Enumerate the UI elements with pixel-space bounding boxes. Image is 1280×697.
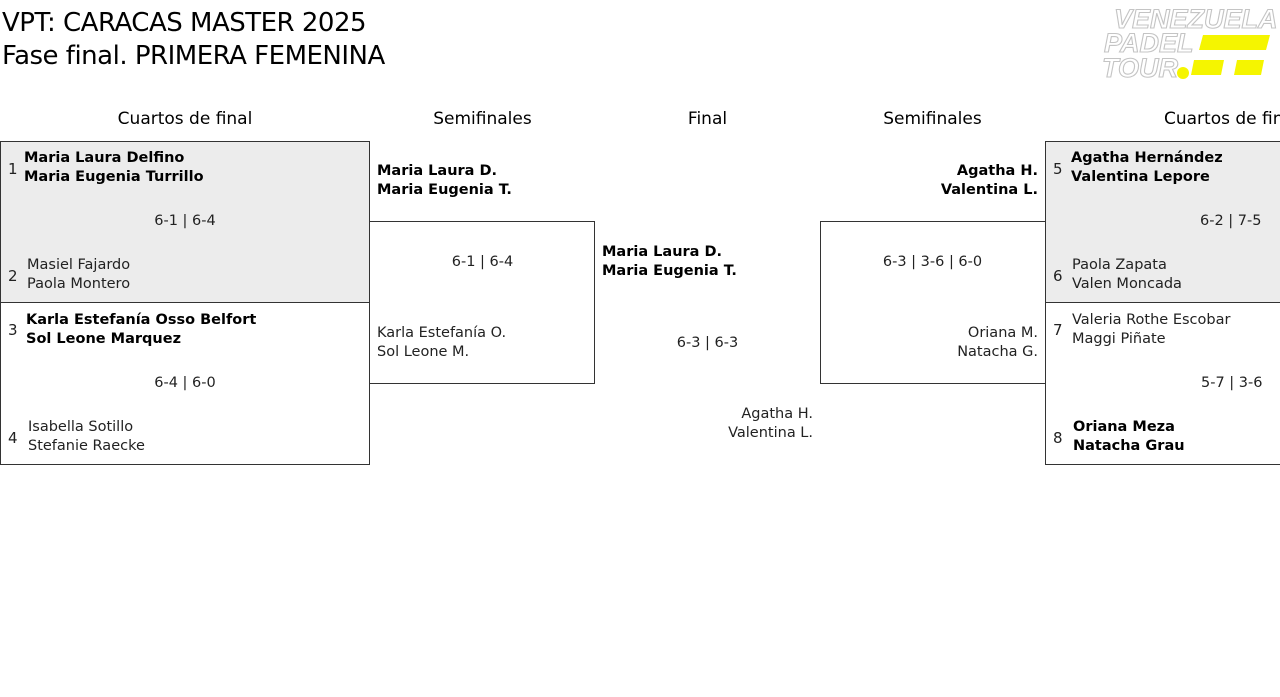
player-name: Valen Moncada bbox=[1072, 276, 1182, 292]
player-name: Stefanie Raecke bbox=[28, 438, 145, 454]
player-name: Isabella Sotillo bbox=[28, 419, 134, 435]
venezuela-padel-tour-logo: VENEZUELA PADEL TOUR bbox=[1101, 3, 1278, 82]
player-name: Oriana M. bbox=[967, 325, 1038, 341]
seed-number: 3 bbox=[8, 321, 18, 339]
team-entry: Maria Laura D. Maria Eugenia T. bbox=[377, 162, 512, 200]
player-name: Sol Leone Marquez bbox=[26, 331, 182, 347]
player-name: Natacha G. bbox=[957, 344, 1038, 360]
player-name: Valeria Rothe Escobar bbox=[1072, 312, 1231, 328]
match-score: 5-7 | 3-6 bbox=[1201, 375, 1263, 391]
team-entry: Agatha H. Valentina L. bbox=[820, 162, 1038, 200]
seed-number: 7 bbox=[1053, 321, 1063, 339]
player-name: Maria Eugenia T. bbox=[377, 182, 512, 198]
team-entry: Oriana M. Natacha G. bbox=[820, 324, 1038, 362]
round-header-qf-right: Cuartos de fin bbox=[1164, 109, 1280, 129]
seed-number: 5 bbox=[1053, 160, 1063, 178]
seed-number: 6 bbox=[1053, 267, 1063, 285]
team-entry: Karla Estefanía Osso Belfort Sol Leone M… bbox=[26, 311, 256, 349]
player-name: Agatha H. bbox=[956, 163, 1038, 179]
player-name: Maria Laura D. bbox=[377, 163, 498, 179]
match-qf1 bbox=[0, 141, 370, 303]
player-name: Sol Leone M. bbox=[377, 344, 470, 360]
page-title: VPT: CARACAS MASTER 2025 bbox=[2, 8, 367, 38]
player-name: Maria Laura D. bbox=[602, 244, 723, 260]
match-sf-right bbox=[820, 221, 1046, 384]
player-name: Valentina Lepore bbox=[1071, 169, 1210, 185]
match-score: 6-3 | 6-3 bbox=[676, 335, 739, 351]
seed-number: 1 bbox=[8, 160, 18, 178]
player-name: Karla Estefanía O. bbox=[377, 325, 507, 341]
logo-bar-icon bbox=[1199, 35, 1270, 50]
match-score: 6-1 | 6-4 bbox=[451, 254, 514, 270]
logo-bar-icon bbox=[1191, 60, 1224, 75]
team-entry: Paola Zapata Valen Moncada bbox=[1072, 256, 1182, 294]
team-entry: Valeria Rothe Escobar Maggi Piñate bbox=[1072, 311, 1230, 349]
match-sf-left bbox=[369, 221, 595, 384]
match-score: 6-2 | 7-5 bbox=[1200, 213, 1262, 229]
logo-line1: VENEZUELA bbox=[1114, 4, 1278, 34]
player-name: Maria Eugenia T. bbox=[602, 263, 737, 279]
match-score: 6-1 | 6-4 bbox=[154, 213, 216, 229]
round-header-qf-left: Cuartos de final bbox=[117, 109, 253, 129]
logo-line2: PADEL bbox=[1104, 28, 1194, 58]
player-name: Valentina L. bbox=[940, 182, 1038, 198]
player-name: Natacha Grau bbox=[1073, 438, 1185, 454]
player-name: Masiel Fajardo bbox=[27, 257, 131, 273]
team-entry: Maria Laura Delfino Maria Eugenia Turril… bbox=[24, 149, 204, 187]
team-entry: Agatha H. Valentina L. bbox=[595, 405, 813, 443]
page-subtitle: Fase final. PRIMERA FEMENINA bbox=[2, 41, 385, 71]
team-entry: Agatha Hernández Valentina Lepore bbox=[1071, 149, 1223, 187]
logo-line3: TOUR bbox=[1102, 53, 1179, 82]
player-name: Oriana Meza bbox=[1073, 419, 1175, 435]
player-name: Maggi Piñate bbox=[1072, 331, 1166, 347]
seed-number: 2 bbox=[8, 267, 18, 285]
player-name: Maria Laura Delfino bbox=[24, 150, 185, 166]
seed-number: 4 bbox=[8, 429, 18, 447]
player-name: Paola Zapata bbox=[1072, 257, 1167, 273]
match-score: 6-4 | 6-0 bbox=[154, 375, 216, 391]
match-score: 6-3 | 3-6 | 6-0 bbox=[882, 254, 983, 270]
match-qf3 bbox=[1045, 141, 1280, 303]
player-name: Valentina L. bbox=[728, 425, 813, 441]
team-entry: Isabella Sotillo Stefanie Raecke bbox=[28, 418, 145, 456]
player-name: Agatha H. bbox=[741, 406, 813, 422]
seed-number: 8 bbox=[1053, 429, 1063, 447]
team-entry: Maria Laura D. Maria Eugenia T. bbox=[602, 243, 737, 281]
player-name: Agatha Hernández bbox=[1071, 150, 1223, 166]
round-header-sf-right: Semifinales bbox=[883, 109, 982, 129]
team-entry: Masiel Fajardo Paola Montero bbox=[27, 256, 130, 294]
player-name: Maria Eugenia Turrillo bbox=[24, 169, 204, 185]
round-header-sf-left: Semifinales bbox=[433, 109, 532, 129]
match-qf4 bbox=[1045, 302, 1280, 465]
round-header-final: Final bbox=[687, 109, 728, 129]
team-entry: Karla Estefanía O. Sol Leone M. bbox=[377, 324, 506, 362]
logo-bar-icon bbox=[1234, 60, 1264, 75]
logo-dot-icon bbox=[1177, 67, 1189, 79]
player-name: Karla Estefanía Osso Belfort bbox=[26, 312, 257, 328]
team-entry: Oriana Meza Natacha Grau bbox=[1073, 418, 1185, 456]
player-name: Paola Montero bbox=[27, 276, 131, 292]
